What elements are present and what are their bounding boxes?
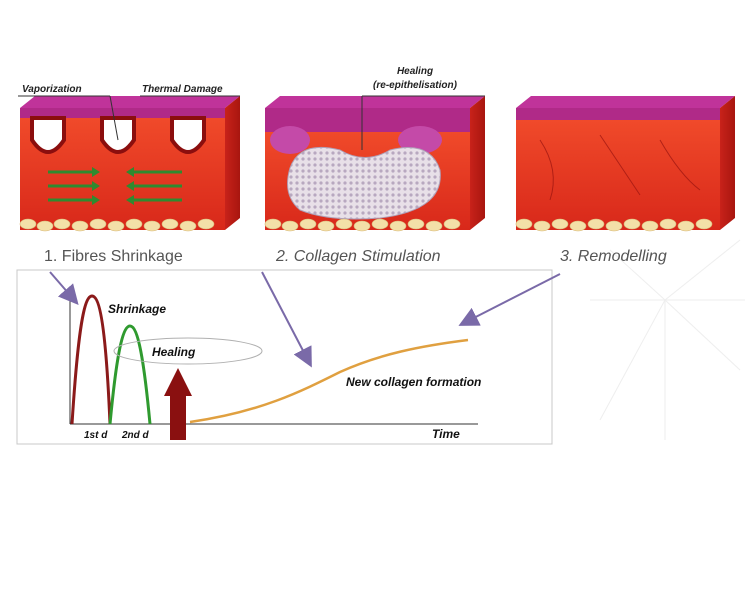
pointer-arrows xyxy=(49,271,561,368)
healing-label: Healing xyxy=(152,345,196,359)
shrinkage-label: Shrinkage xyxy=(108,302,166,316)
tissue-block-3 xyxy=(515,96,735,232)
callout-lines-block-1 xyxy=(18,95,240,141)
stage-3-label: 3. Remodelling xyxy=(560,248,667,265)
stage-1-label: 1. Fibres Shrinkage xyxy=(44,248,183,265)
day-2-label: 2nd d xyxy=(121,430,150,441)
thermal-damage-label: Thermal Damage xyxy=(142,84,223,95)
tissue-block-1 xyxy=(19,96,240,232)
healing-curve xyxy=(108,324,152,425)
tissue-block-2 xyxy=(264,96,485,232)
stage-2-label: 2. Collagen Stimulation xyxy=(275,248,441,265)
callout-lines-block-2 xyxy=(361,95,485,150)
day-1-label: 1st d xyxy=(84,430,108,441)
background-rays xyxy=(590,239,745,440)
graph-frame xyxy=(16,269,553,445)
pointer-arrow-2 xyxy=(261,271,312,368)
healing-title-label: Healing xyxy=(397,66,433,77)
pointer-arrow-3 xyxy=(458,273,561,326)
vaporization-label: Vaporization xyxy=(22,84,82,95)
new-collagen-curve xyxy=(189,338,469,424)
pointer-arrow-1 xyxy=(49,271,79,306)
shrinkage-curve xyxy=(70,294,112,425)
time-label: Time xyxy=(432,427,460,441)
healing-subtitle-label: (re-epithelisation) xyxy=(373,80,458,91)
new-collagen-label: New collagen formation xyxy=(346,375,481,389)
healing-ellipse xyxy=(113,337,263,365)
laser-arrow-icon xyxy=(164,368,192,440)
